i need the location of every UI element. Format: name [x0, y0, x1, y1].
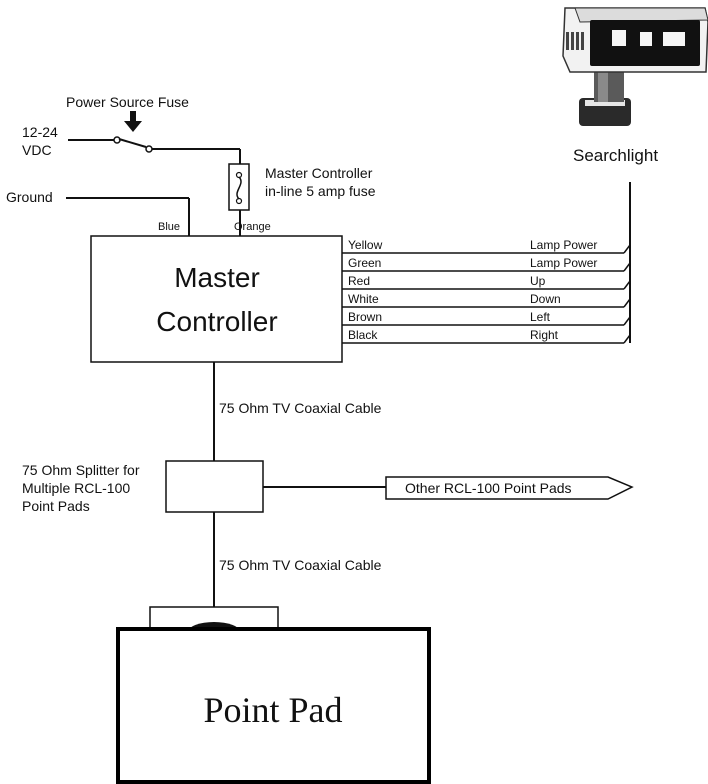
ground-label: Ground — [6, 189, 53, 205]
orange-wire-label: Orange — [234, 221, 271, 233]
searchlight-label: Searchlight — [573, 146, 658, 165]
splitter-label-line2: Multiple RCL-100 — [22, 480, 130, 496]
point-pad-label: Point Pad — [203, 690, 342, 730]
master-controller-box — [90, 235, 343, 363]
voltage-label-line2: VDC — [22, 142, 52, 158]
power-fuse-label: Power Source Fuse — [66, 94, 189, 110]
down-arrow-icon — [124, 111, 142, 132]
master-controller-title-line1: Master — [174, 262, 260, 293]
wire-function-lamp-power-2: Lamp Power — [530, 256, 597, 270]
wire-color-red: Red — [348, 274, 370, 288]
searchlight-icon — [562, 7, 708, 126]
other-pads-arrow — [385, 476, 634, 500]
splitter-label-line1: 75 Ohm Splitter for — [22, 462, 140, 478]
wire-function-up: Up — [530, 274, 546, 288]
inline-fuse-label-line2: in-line 5 amp fuse — [265, 183, 376, 199]
wire-color-black: Black — [348, 328, 378, 342]
wire-color-brown: Brown — [348, 310, 382, 324]
wire-color-white: White — [348, 292, 379, 306]
power-source-fuse-switch — [68, 136, 240, 153]
wire-function-lamp-power-1: Lamp Power — [530, 238, 597, 252]
point-pad-box — [116, 627, 431, 784]
other-pads-label: Other RCL-100 Point Pads — [405, 480, 572, 496]
coax-upper-label: 75 Ohm TV Coaxial Cable — [219, 400, 382, 416]
wire-color-yellow: Yellow — [348, 238, 383, 252]
wire-function-left: Left — [530, 310, 551, 324]
coax-lower-label: 75 Ohm TV Coaxial Cable — [219, 557, 382, 573]
inline-fuse-icon — [228, 163, 250, 211]
splitter-label-line3: Point Pads — [22, 498, 90, 514]
wire-color-green: Green — [348, 256, 381, 270]
inline-fuse-label-line1: Master Controller — [265, 165, 373, 181]
voltage-label-line1: 12-24 — [22, 124, 58, 140]
splitter-box — [165, 460, 264, 513]
wire-function-right: Right — [530, 328, 559, 342]
blue-wire-label: Blue — [158, 221, 180, 233]
wire-function-down: Down — [530, 292, 561, 306]
control-wires — [342, 182, 631, 344]
master-controller-title-line2: Controller — [156, 306, 277, 337]
